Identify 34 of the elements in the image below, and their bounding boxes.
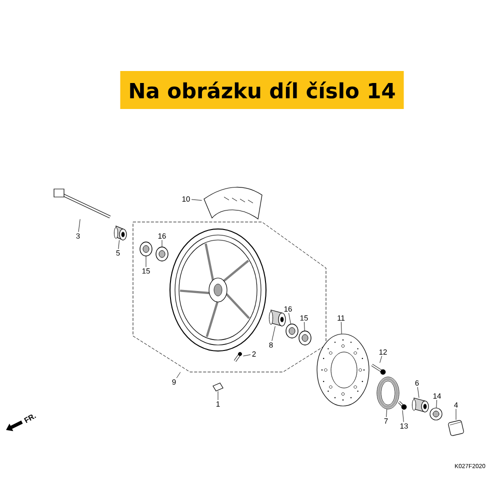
leader-line: [242, 354, 251, 356]
bolt-drawing: [371, 364, 386, 375]
leader-line: [288, 312, 291, 324]
leader-line: [386, 408, 388, 418]
ring-drawing: [376, 376, 400, 410]
leader-line: [176, 372, 181, 378]
title-banner: Na obrázku díl číslo 14: [120, 71, 404, 109]
nut-drawing: [430, 408, 442, 420]
leader-line: [402, 410, 404, 422]
cap-drawing: [448, 420, 464, 436]
brake-disc-drawing: [316, 334, 370, 406]
tire-drawing: [204, 186, 262, 220]
leader-line: [380, 356, 382, 364]
leader-line: [272, 326, 276, 342]
wheel-drawing: [170, 228, 266, 352]
collar-drawing: [114, 226, 127, 240]
bearing-drawing: [298, 330, 312, 346]
valve-drawing: [234, 352, 242, 362]
leader-line: [436, 400, 438, 408]
leader-line: [417, 386, 420, 398]
collar-drawing: [268, 310, 286, 326]
collar-drawing: [412, 398, 429, 412]
leader-line: [118, 240, 120, 250]
bearing-drawing: [286, 324, 298, 338]
bolt-drawing: [54, 188, 111, 218]
leader-line: [304, 322, 305, 332]
bearing-drawing: [140, 242, 152, 256]
leader-line: [340, 322, 342, 334]
dashed-outline: [132, 222, 326, 372]
leader-line: [78, 218, 80, 232]
bearing-drawing: [156, 246, 168, 262]
leader-line: [191, 199, 202, 201]
bolt-drawing: [398, 401, 407, 410]
balance-weight-drawing: [212, 382, 224, 392]
